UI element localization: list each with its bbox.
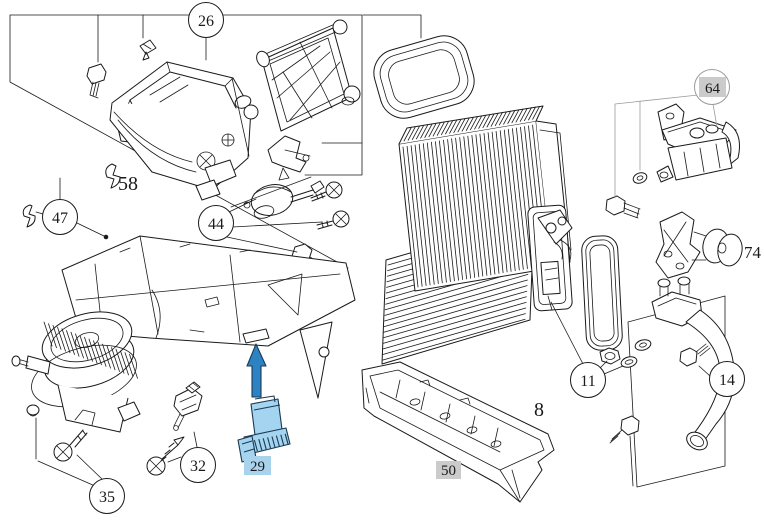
part-sensor: [146, 381, 203, 476]
callout-circle-14[interactable]: [709, 361, 745, 397]
callout-8: 8: [534, 399, 544, 421]
part-lower-duct-tray: [361, 361, 555, 503]
part-flap-lever: [267, 135, 311, 181]
callout-74: 74: [744, 243, 762, 262]
bolt-icon: [89, 81, 100, 99]
part-flap-filter-frame: [256, 19, 361, 132]
callout-label-47[interactable]: 47: [52, 210, 68, 227]
callout-circle-44[interactable]: [198, 205, 234, 241]
group-26-frame: [9, 14, 363, 269]
part-upper-duct-housing: [86, 14, 259, 201]
callout-26: 26: [188, 2, 224, 61]
bolt-icon: [679, 347, 698, 367]
part-evaporator: [398, 105, 573, 312]
callout-circle-32[interactable]: [180, 447, 216, 483]
part-screws-44: [291, 181, 350, 271]
callout-label-44[interactable]: 44: [208, 216, 224, 233]
callout-label-26[interactable]: 26: [198, 13, 214, 30]
callout-14: 14: [698, 361, 745, 397]
callout-label-58[interactable]: 58: [118, 173, 138, 195]
callout-label-74[interactable]: 74: [744, 243, 762, 262]
callout-47: 47: [22, 177, 109, 240]
callout-58: 58: [105, 163, 138, 195]
callout-circle-35[interactable]: [89, 478, 125, 514]
callout-64: 64: [614, 69, 730, 199]
washer-icon: [632, 172, 648, 184]
hex-nut-icon: [599, 347, 621, 365]
callout-label-11[interactable]: 11: [580, 373, 595, 390]
callout-label-64[interactable]: 64: [705, 81, 721, 97]
part-refrigerant-pipe: [609, 276, 735, 487]
callout-circle-47[interactable]: [42, 199, 78, 235]
highlight-arrow-up-icon: [246, 343, 267, 398]
callout-29: 29: [244, 456, 271, 475]
part-large-seal: [373, 35, 475, 119]
callout-badge-50[interactable]: [436, 461, 461, 479]
callout-circle-11[interactable]: [570, 362, 606, 398]
callout-circle-26[interactable]: [188, 2, 224, 38]
leader-dot: [103, 234, 109, 240]
o-ring-icon: [620, 356, 638, 368]
callout-label-8[interactable]: 8: [534, 399, 544, 421]
callout-50: 50: [436, 461, 461, 479]
callout-label-14[interactable]: 14: [719, 372, 735, 389]
clip-icon: [22, 204, 36, 228]
bolt-icon: [605, 195, 626, 216]
part-nut-and-washers: [599, 339, 652, 368]
callout-label-32[interactable]: 32: [190, 458, 206, 475]
callout-44: 44: [198, 176, 323, 253]
clip-icon: [105, 163, 121, 189]
part-blower-motor: [11, 311, 141, 462]
part-heater-valve: [605, 103, 740, 219]
callout-35: 35: [35, 417, 125, 514]
callout-32: 32: [167, 431, 216, 483]
part-tall-seal-frame: [581, 235, 623, 351]
bolt-icon: [620, 415, 640, 436]
part-blower-regulator-highlighted: [237, 343, 291, 463]
part-pivot-bracket: [655, 211, 743, 279]
callout-label-50[interactable]: 50: [441, 463, 456, 479]
callout-11: 11: [550, 301, 624, 398]
callout-label-29[interactable]: 29: [250, 459, 265, 475]
part-main-housing: [61, 235, 356, 399]
washer-icon: [634, 339, 652, 351]
seal-bracket-line: [362, 14, 422, 39]
callout-badge-64[interactable]: [699, 77, 726, 97]
clip-icon: [139, 39, 157, 61]
cap-icon: [26, 404, 40, 416]
part-vacuum-actuator: [243, 180, 325, 219]
callout-badge-29[interactable]: [244, 456, 271, 475]
callout-label-35[interactable]: 35: [99, 489, 115, 506]
